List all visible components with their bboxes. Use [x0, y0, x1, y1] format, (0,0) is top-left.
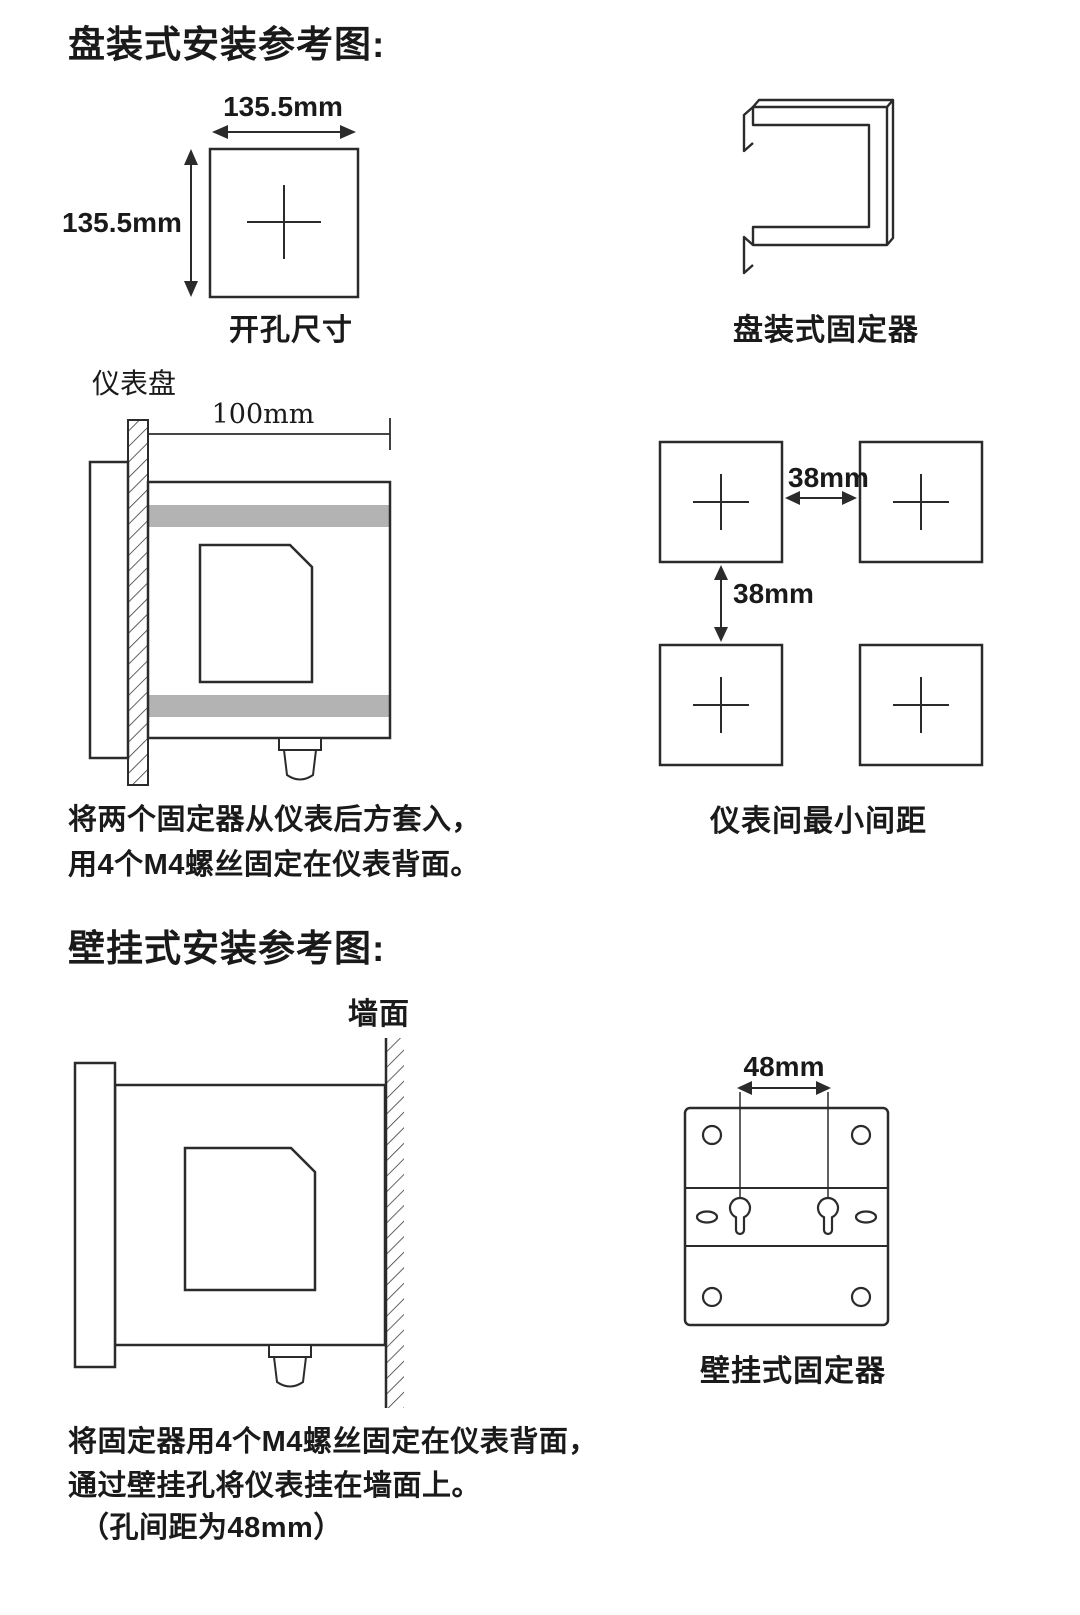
panel-instruction-line-1: 将两个固定器从仪表后方套入，: [68, 804, 482, 836]
cable-gland: [278, 737, 322, 781]
cutout-caption: 开孔尺寸: [229, 314, 353, 347]
instrument-panel-hatch: [127, 419, 149, 786]
wall-instruction-line-1: 将固定器用4个M4螺丝固定在仪表背面，: [68, 1426, 598, 1458]
cable-gland: [268, 1344, 312, 1388]
instrument-body-outline: [146, 480, 392, 740]
fixer-plate: [683, 1106, 890, 1327]
cutout-width-arrow: [212, 125, 356, 139]
keyhole-slots: [728, 1197, 840, 1236]
cutout-square: [208, 147, 360, 299]
instrument-squares: [658, 440, 984, 767]
hole-spacing-arrow: [737, 1081, 831, 1095]
display-window: [183, 1146, 317, 1292]
wall-fixer-drawing: 48mm: [683, 1051, 890, 1327]
vertical-spacing-label: 38mm: [733, 578, 814, 609]
panel-instruction-line-2: 用4个M4螺丝固定在仪表背面。: [68, 849, 480, 881]
cutout-height-label: 135.5mm: [62, 207, 182, 238]
side-oval-slots: [695, 1210, 878, 1224]
panel-side-view: 100mm: [88, 399, 392, 786]
cutout-height-arrow: [184, 149, 198, 297]
wall-mount-title: 壁挂式安装参考图:: [68, 928, 386, 969]
fixer-bar-top: [148, 505, 390, 527]
wall-fixer-caption: 壁挂式固定器: [700, 1355, 886, 1388]
instrument-bezel: [73, 1061, 117, 1369]
instrument-bezel: [88, 460, 130, 760]
panel-fixer-drawing: [742, 98, 895, 275]
cutout-center-cross-icon: [247, 185, 321, 259]
panel-fixer-caption: 盘装式固定器: [733, 314, 919, 347]
depth-dimension-line: [148, 418, 391, 450]
wall-surface-label: 墙面: [348, 998, 410, 1031]
corner-screw-holes: [701, 1124, 872, 1308]
depth-label: 100mm: [212, 399, 315, 430]
center-crosses-icon: [693, 474, 949, 733]
wall-instruction-line-2: 通过壁挂孔将仪表挂在墙面上。: [68, 1470, 482, 1502]
horizontal-spacing-arrow: [785, 491, 857, 505]
cutout-width-label: 135.5mm: [223, 91, 343, 122]
min-spacing-caption: 仪表间最小间距: [710, 805, 927, 838]
cutout-diagram: 135.5mm 135.5mm: [62, 91, 360, 299]
hole-spacing-label: 48mm: [744, 1051, 825, 1082]
wall-side-view: [73, 1038, 404, 1408]
panel-mount-title: 盘装式安装参考图:: [68, 24, 386, 65]
fixer-bar-bottom: [148, 695, 390, 717]
min-spacing-diagram: 38mm 38mm: [658, 440, 984, 767]
horizontal-spacing-label: 38mm: [788, 462, 869, 493]
display-window: [198, 543, 314, 684]
vertical-spacing-arrow: [714, 565, 728, 642]
instrument-panel-label: 仪表盘: [92, 367, 177, 400]
bracket-shape: [742, 98, 895, 275]
bracket-top-tab: [742, 106, 754, 153]
bracket-bottom-tab: [742, 235, 754, 275]
wall-hatch: [386, 1038, 404, 1408]
wall-instruction-line-3: （孔间距为48mm）: [80, 1512, 343, 1544]
bracket-depth-lines: [752, 98, 895, 246]
bracket-body: [751, 105, 889, 247]
